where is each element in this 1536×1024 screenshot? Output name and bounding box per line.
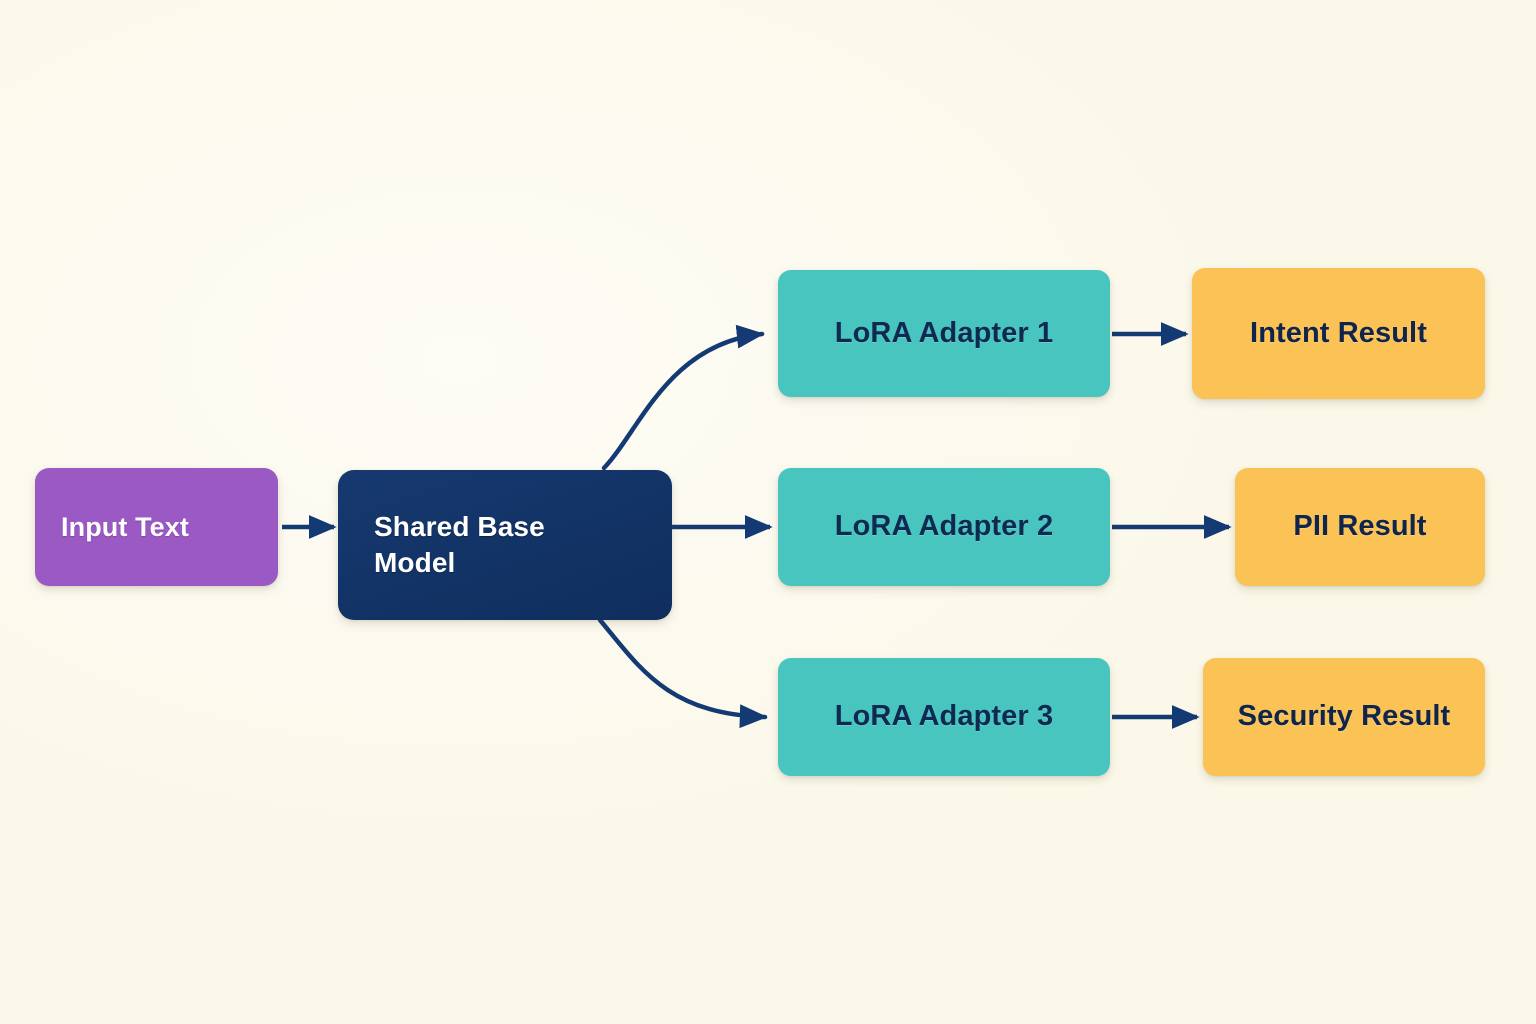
node-intent-result-label: Intent Result	[1250, 316, 1427, 349]
node-lora-adapter-2-label: LoRA Adapter 2	[834, 510, 1054, 543]
node-input-text[interactable]: Input Text	[35, 468, 278, 586]
node-lora-adapter-1-label: LoRA Adapter 1	[834, 316, 1054, 349]
node-lora-adapter-1[interactable]: LoRA Adapter 1	[778, 270, 1110, 397]
node-shared-base-model-label: Shared Base Model	[374, 511, 545, 578]
node-security-result[interactable]: Security Result	[1203, 658, 1485, 776]
node-pii-result-label: PII Result	[1293, 510, 1427, 543]
node-shared-base-model[interactable]: Shared Base Model	[338, 470, 672, 620]
node-lora-adapter-2[interactable]: LoRA Adapter 2	[778, 468, 1110, 586]
edge-base-to-adapter-1	[601, 324, 765, 471]
node-intent-result[interactable]: Intent Result	[1192, 268, 1485, 399]
node-input-text-label: Input Text	[61, 511, 189, 542]
edge-base-to-adapter-3	[597, 617, 768, 729]
node-lora-adapter-3-label: LoRA Adapter 3	[834, 700, 1054, 733]
node-security-result-label: Security Result	[1237, 700, 1451, 733]
node-lora-adapter-3[interactable]: LoRA Adapter 3	[778, 658, 1110, 776]
node-pii-result[interactable]: PII Result	[1235, 468, 1485, 586]
